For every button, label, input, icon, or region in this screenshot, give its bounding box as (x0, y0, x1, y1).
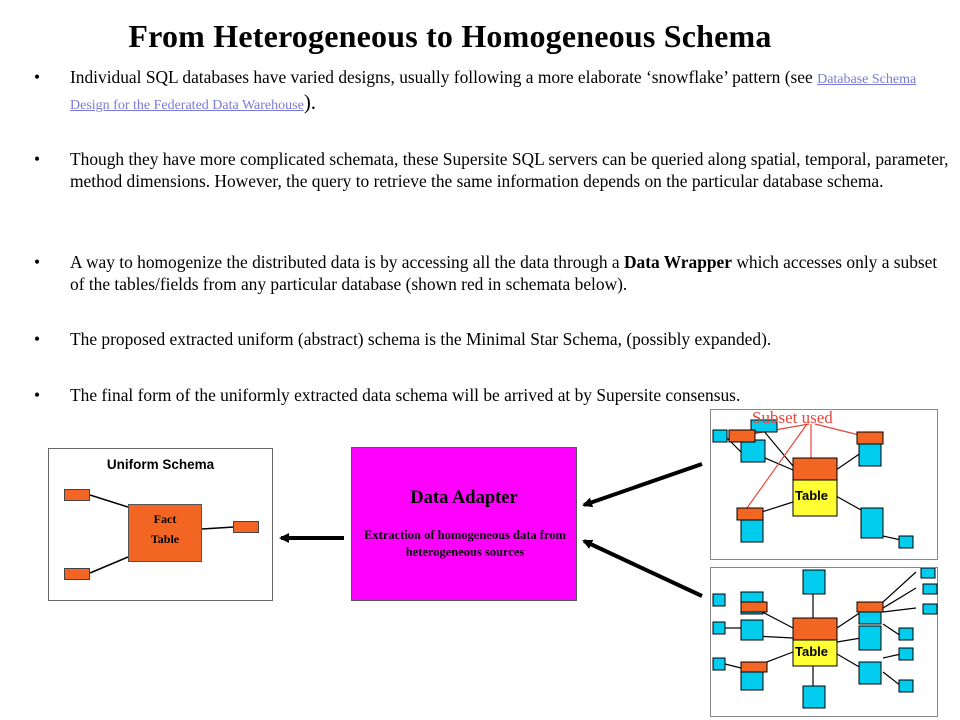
bullet-text: Though they have more complicated schema… (70, 149, 949, 191)
schema-design-link[interactable]: Database Schema Design for the Federated… (70, 72, 917, 113)
uniform-schema-box: Uniform Schema Fact Table (48, 448, 273, 601)
uniform-schema-connectors (89, 494, 235, 574)
snowflake-schema-diagram: Table (712, 419, 914, 549)
heterogeneous-schema-bottom: Table (710, 567, 938, 717)
bullet-dot: • (34, 329, 41, 349)
bullet-dot: • (34, 67, 41, 87)
dimension-table (64, 489, 90, 501)
data-adapter-title: Data Adapter (410, 488, 518, 508)
uniform-schema-label: Uniform Schema (106, 457, 215, 472)
bullet-text: The proposed extracted uniform (abstract… (70, 329, 772, 349)
subset-used-label: Subset used (752, 408, 833, 427)
fact-table-sublabel: Table (150, 532, 180, 546)
bullet-text-part: which accesses only a subset of the tabl… (70, 252, 938, 294)
dimension-table (233, 521, 259, 533)
dimension-table (64, 568, 90, 580)
arrow-top-schema-to-adapter (582, 462, 703, 508)
snowflake-schema-diagram: Table (712, 568, 938, 709)
data-wrapper-term: Data Wrapper (623, 252, 732, 272)
heterogeneous-schema-top: Table (710, 409, 938, 560)
fact-table: Fact Table (128, 504, 202, 562)
bullet-text: The final form of the uniformly extracte… (70, 385, 741, 405)
bullet-text: Individual SQL databases have varied des… (70, 66, 954, 117)
bullet-dot: • (34, 252, 41, 272)
bullet-text-part: Individual SQL databases have varied des… (70, 67, 818, 87)
bullet-dot: • (34, 149, 41, 169)
data-adapter-box: Data Adapter Extraction of homogeneous d… (351, 447, 577, 601)
bullet-text-part: A way to homogenize the distributed data… (70, 252, 624, 272)
fact-table-label: Fact (153, 512, 177, 526)
slide-title: From Heterogeneous to Homogeneous Schema (128, 18, 772, 54)
arrow-bottom-schema-to-adapter (582, 539, 703, 598)
data-adapter-description: Extraction of homogeneous data from hete… (364, 528, 566, 559)
bullet-dot: • (34, 385, 41, 405)
schema-table-label: Table (795, 644, 828, 659)
bullet-text-part: ). (303, 90, 317, 114)
schema-table-label: Table (795, 488, 828, 503)
bullet-text: A way to homogenize the distributed data… (70, 251, 954, 295)
